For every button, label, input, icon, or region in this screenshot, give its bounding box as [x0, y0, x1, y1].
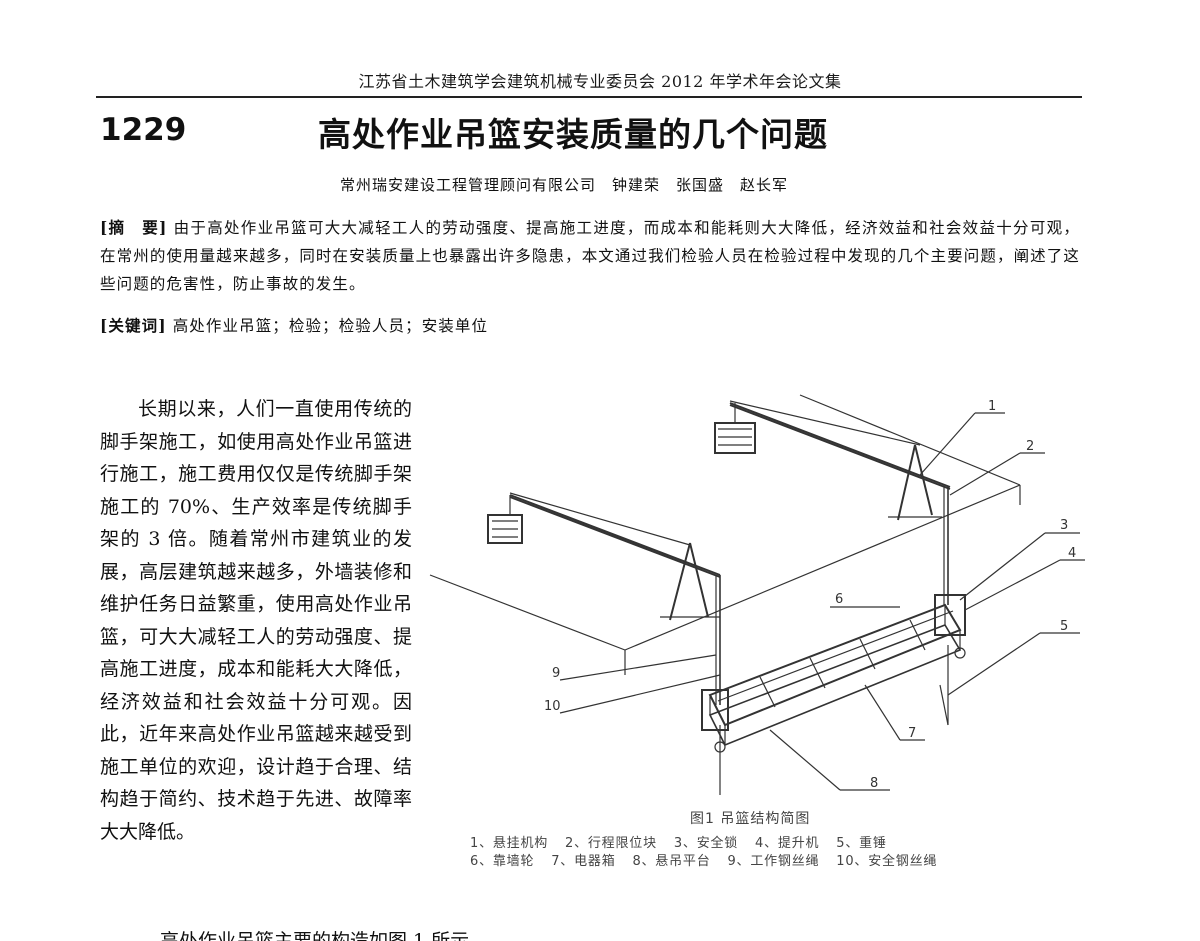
keywords: [关键词] 高处作业吊篮；检验；检验人员；安装单位: [100, 314, 1080, 336]
abstract-text: 由于高处作业吊篮可大大减轻工人的劳动强度、提高施工进度，而成本和能耗则大大降低，…: [100, 219, 1080, 293]
body-paragraph-2-partial: 高处作业吊篮主要的构造如图 1 所示: [160, 930, 470, 941]
legend-item: 7、电器箱: [551, 854, 616, 869]
callout-9: 9: [552, 666, 560, 681]
figure-legend-row-2: 6、靠墙轮 7、电器箱 8、悬吊平台 9、工作钢丝绳 10、安全钢丝绳: [470, 850, 949, 869]
callout-3: 3: [1060, 518, 1068, 533]
callout-7: 7: [908, 726, 916, 741]
keywords-label: [关键词]: [100, 316, 167, 335]
paper-number: 1229: [100, 112, 187, 148]
callout-6: 6: [835, 592, 843, 607]
abstract: [摘 要] 由于高处作业吊篮可大大减轻工人的劳动强度、提高施工进度，而成本和能耗…: [100, 214, 1080, 298]
keywords-text: 高处作业吊篮；检验；检验人员；安装单位: [172, 317, 489, 335]
legend-item: 4、提升机: [755, 836, 820, 851]
legend-item: 2、行程限位块: [565, 836, 657, 851]
body-paragraph-1: 长期以来，人们一直使用传统的脚手架施工，如使用高处作业吊篮进行施工，施工费用仅仅…: [100, 398, 412, 843]
figure-legend-row-1: 1、悬挂机构 2、行程限位块 3、安全锁 4、提升机 5、重锤: [470, 832, 899, 851]
header-rule: [96, 96, 1082, 98]
legend-item: 9、工作钢丝绳: [727, 854, 820, 869]
gondola-structure-figure: 1 2 3 4 5 6 7 8 9 10: [420, 385, 1100, 805]
legend-item: 5、重锤: [836, 836, 887, 851]
legend-item: 8、悬吊平台: [632, 854, 711, 869]
body-column: 长期以来，人们一直使用传统的脚手架施工，如使用高处作业吊篮进行施工，施工费用仅仅…: [100, 393, 412, 848]
legend-item: 1、悬挂机构: [470, 836, 549, 851]
running-header: 江苏省土木建筑学会建筑机械专业委员会 2012 年学术年会论文集: [358, 72, 842, 91]
legend-item: 6、靠墙轮: [470, 854, 535, 869]
authors: 常州瑞安建设工程管理顾问有限公司 钟建荣 张国盛 赵长军: [340, 176, 789, 194]
gondola-drawing: 1 2 3 4 5 6 7 8 9 10: [429, 394, 1085, 795]
callout-4: 4: [1068, 546, 1076, 561]
figure-caption: 图1 吊篮结构简图: [690, 811, 811, 827]
callout-1: 1: [988, 399, 996, 414]
callout-2: 2: [1026, 439, 1034, 454]
legend-item: 3、安全锁: [673, 836, 739, 851]
abstract-label: [摘 要]: [100, 218, 168, 237]
paper-title: 高处作业吊篮安装质量的几个问题: [318, 115, 828, 154]
callout-10: 10: [544, 699, 561, 714]
callout-5: 5: [1060, 619, 1068, 634]
callout-8: 8: [870, 776, 878, 791]
legend-item: 10、安全钢丝绳: [836, 854, 938, 869]
